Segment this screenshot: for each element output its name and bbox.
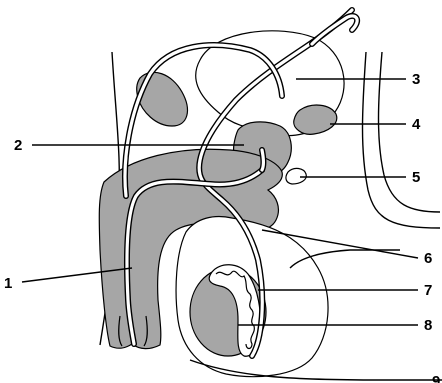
- label-9: 9: [432, 373, 440, 383]
- seminal-vesicle: [294, 105, 337, 134]
- label-5: 5: [412, 169, 420, 186]
- label-4: 4: [412, 116, 421, 133]
- label-3: 3: [412, 71, 420, 88]
- label-2: 2: [14, 137, 22, 154]
- label-6: 6: [424, 250, 432, 267]
- label-1: 1: [4, 275, 12, 292]
- back-outline-inner-line: [379, 52, 441, 212]
- label-7: 7: [424, 282, 432, 299]
- label-8: 8: [424, 317, 432, 334]
- bulbourethral-gland: [286, 168, 306, 184]
